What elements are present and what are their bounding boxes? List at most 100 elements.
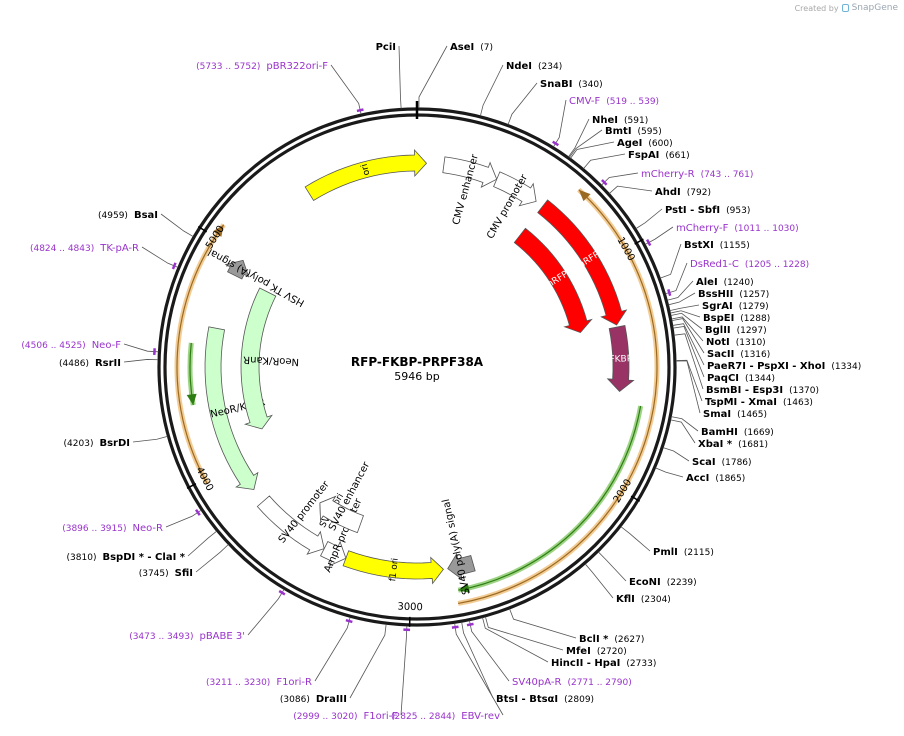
feature-mrfp1-outer-shape	[537, 199, 628, 326]
primer-mark	[195, 508, 201, 516]
site-nhei: NheI(591)	[568, 115, 648, 158]
site-leader	[418, 45, 448, 109]
site-name: AccI	[686, 473, 709, 484]
orf-right-arc	[458, 189, 658, 605]
primer-name: Neo-F	[92, 340, 122, 351]
primer-mark	[466, 622, 474, 627]
site-num: (595)	[638, 127, 662, 137]
snapgene-credit: Created by SnapGene	[795, 3, 898, 13]
site-label: PmlI(2115)	[653, 547, 714, 558]
site-num: (2720)	[597, 647, 627, 657]
site-econi: EcoNI(2239)	[598, 551, 697, 588]
site-leader	[195, 544, 229, 573]
site-fspai: FspAI(661)	[583, 150, 690, 169]
primer-num: (519 .. 539)	[606, 97, 659, 107]
primer-label: mCherry-R (743 .. 761)	[641, 169, 753, 180]
site-leader	[485, 616, 564, 651]
primer-leader	[247, 589, 285, 636]
site-num: (1865)	[715, 474, 745, 484]
site-name: SgrAI	[702, 301, 733, 312]
site-rsrii: (4486)RsrII	[59, 358, 159, 369]
site-num: (2304)	[641, 595, 671, 605]
site-num: (1310)	[736, 338, 766, 348]
site-name: BsrDI	[99, 438, 130, 449]
site-leader	[584, 563, 614, 599]
primer-name: mCherry-R	[641, 169, 695, 180]
site-extra: - PspXI - XhoI	[746, 361, 825, 372]
primer-label: (2825 .. 2844)EBV-rev	[391, 711, 500, 722]
feature-ori-shape	[304, 148, 428, 202]
site-label: BstXI(1155)	[684, 240, 750, 251]
site-name: EcoNI	[629, 577, 661, 588]
primer-dsred1-c: DsRed1-C(1205 .. 1228)	[665, 259, 809, 297]
primer-sv40pa-r: SV40pA-R(2771 .. 2790)	[466, 620, 632, 688]
primer-name: EBV-rev	[461, 711, 500, 722]
site-num: (3745)	[139, 569, 169, 579]
primer-leader	[665, 262, 688, 295]
site-psti: PstI - SbfI(953)	[635, 205, 750, 229]
site-leader	[507, 82, 538, 125]
orf-left-arrowhead	[213, 224, 224, 237]
feature-hsv-tk-polya-shape	[224, 259, 250, 280]
site-num: (591)	[624, 116, 648, 126]
site-name: AgeI	[617, 138, 642, 149]
primer-f1ori-r: (3211 .. 3230)F1ori-R	[206, 617, 353, 688]
primer-label: (4824 .. 4843)TK-pA-R	[30, 243, 139, 254]
primer-f1ori-f: (2999 .. 3020)F1ori-F	[293, 625, 411, 722]
site-leader	[671, 318, 705, 354]
feature-cmv-enhancer: CMV enhancer	[442, 152, 498, 226]
orf-green-right-arrowhead	[458, 583, 470, 593]
primer-num: (3473 .. 3493)	[129, 632, 193, 642]
site-num: (1279)	[739, 302, 769, 312]
feature-sv40-polya-shape	[447, 552, 476, 581]
site-name: PstI	[665, 205, 687, 216]
site-hincii: HincII - HpaI(2733)	[482, 617, 656, 669]
primer-neo-f: (4506 .. 4525)Neo-F	[21, 340, 159, 355]
site-leader	[670, 310, 701, 318]
site-num: (1669)	[744, 428, 774, 438]
site-bsai: (4959)BsaI	[98, 210, 194, 237]
site-leader	[669, 304, 700, 312]
site-bmti: BmtI(595)	[569, 126, 662, 158]
site-leader	[667, 280, 694, 301]
site-leader	[461, 622, 494, 699]
site-label: (3086)DraIII	[280, 694, 347, 705]
site-extra: - XmaI	[737, 397, 777, 408]
site-sgrai: SgrAI (1279)	[669, 301, 769, 312]
site-num: (792)	[687, 188, 711, 198]
site-sacii: SacII(1316)	[671, 318, 770, 360]
site-ndei: NdeI(234)	[480, 61, 562, 116]
site-leader	[620, 526, 651, 552]
site-name: BtsI	[496, 694, 518, 705]
orf-left-arc	[176, 224, 225, 484]
site-label: PstI - SbfI(953)	[665, 205, 750, 216]
site-label: NdeI(234)	[506, 61, 562, 72]
site-sfii: (3745)SfiI	[139, 544, 229, 579]
primer-leader	[330, 64, 362, 115]
primer-name: mCherry-F	[676, 223, 729, 234]
site-leader	[673, 333, 704, 390]
site-label: AleI(1240)	[696, 277, 754, 288]
primer-label: DsRed1-C(1205 .. 1228)	[690, 259, 809, 270]
site-num: (2809)	[564, 695, 594, 705]
site-label: PciI	[376, 42, 396, 53]
credit-prefix: Created by	[794, 3, 839, 13]
site-num: (234)	[538, 62, 562, 72]
site-label: BclI *(2627)	[579, 634, 644, 645]
site-label: (3745)SfiI	[139, 568, 193, 579]
site-leader	[609, 185, 653, 194]
primer-name: CMV-F	[569, 96, 600, 107]
primer-name: SV40pA-R	[512, 677, 561, 688]
site-extra: - Esp3I	[741, 385, 783, 396]
site-num: (2115)	[684, 548, 714, 558]
primer-num: (743 .. 761)	[701, 170, 754, 180]
primer-num: (1205 .. 1228)	[745, 260, 809, 270]
site-num: (600)	[648, 139, 672, 149]
site-name: SacII	[707, 349, 734, 360]
primer-label: (4506 .. 4525)Neo-F	[21, 340, 121, 351]
primer-name: pBR322ori-F	[266, 61, 328, 72]
site-leader	[660, 243, 682, 279]
snapgene-logo-icon	[841, 4, 849, 12]
site-leader	[570, 141, 615, 159]
site-tspmi: TspMI - XmaI(1463)	[675, 359, 813, 408]
